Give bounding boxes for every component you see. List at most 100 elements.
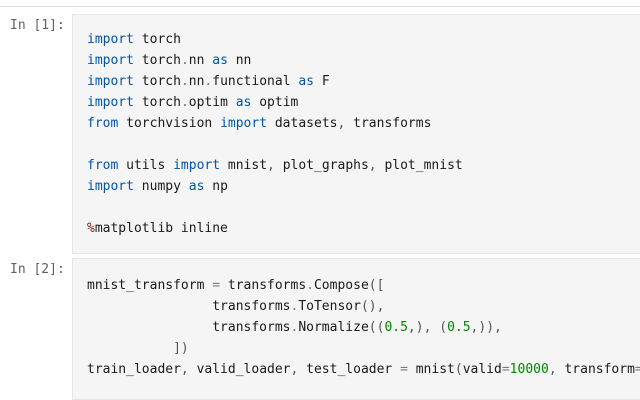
input-prompt: In [1]:: [10, 18, 65, 33]
code-line: transforms.ToTensor(),: [87, 296, 640, 317]
code-token: Compose: [313, 278, 369, 293]
code-line: from torchvision import datasets, transf…: [87, 113, 463, 134]
code-token: transforms: [87, 320, 291, 335]
code-token: import: [87, 179, 134, 194]
code-token: nn: [227, 53, 252, 68]
code-token: mnist_transform: [87, 278, 213, 293]
code-token: ]): [87, 341, 189, 356]
code-line: ]): [87, 338, 640, 359]
code-token: (: [454, 362, 463, 377]
code-token: torch: [133, 53, 181, 68]
code-token: from: [87, 116, 119, 131]
code-block[interactable]: mnist_transform = transforms.Compose([ t…: [87, 275, 640, 380]
code-token: valid_loader: [188, 362, 291, 377]
code-line: import torch.nn as nn: [87, 50, 463, 71]
code-token: ,), (: [407, 320, 448, 335]
code-token: torch: [133, 32, 181, 47]
code-token: transforms: [220, 278, 307, 293]
code-line: from utils import mnist, plot_graphs, pl…: [87, 155, 463, 176]
code-token: nn: [188, 74, 205, 89]
code-line: %matplotlib inline: [87, 218, 463, 239]
code-cell-2[interactable]: In [2]: mnist_transform = transforms.Com…: [0, 258, 640, 400]
code-token: optim: [188, 95, 236, 110]
code-line: train_loader, valid_loader, test_loader …: [87, 359, 640, 380]
code-token: ,: [337, 116, 346, 131]
code-token: import: [87, 95, 134, 110]
code-token: ,)),: [470, 320, 502, 335]
code-token: =m: [635, 362, 640, 377]
code-token: =: [501, 362, 510, 377]
code-token: ,: [290, 362, 299, 377]
code-token: import: [220, 116, 268, 131]
input-prompt: In [2]:: [10, 262, 65, 277]
code-token: as: [298, 74, 314, 89]
code-token: ([: [368, 278, 385, 293]
code-token: mnist: [407, 362, 455, 377]
code-token: nn: [188, 53, 213, 68]
code-token: 0.5: [384, 320, 408, 335]
code-token: torchvision: [118, 116, 221, 131]
code-line: import numpy as np: [87, 176, 463, 197]
code-token: from: [87, 158, 119, 173]
code-token: datasets: [267, 116, 338, 131]
code-editor[interactable]: mnist_transform = transforms.Compose([ t…: [72, 258, 640, 400]
code-token: torch: [133, 74, 181, 89]
code-token: import: [87, 74, 134, 89]
code-token: .: [180, 53, 189, 68]
code-token: test_loader: [298, 362, 401, 377]
code-token: ,: [368, 158, 377, 173]
code-line: import torch.nn.functional as F: [87, 71, 463, 92]
code-token: .: [180, 95, 189, 110]
code-token: Normalize: [298, 320, 369, 335]
code-token: =: [212, 278, 221, 293]
code-token: ,: [180, 362, 189, 377]
code-token: optim: [251, 95, 299, 110]
code-token: ((: [368, 320, 385, 335]
code-token: torch: [133, 95, 181, 110]
cell-divider: [0, 6, 640, 7]
code-token: valid: [462, 362, 502, 377]
code-token: 0.5: [447, 320, 471, 335]
code-token: ,: [548, 362, 557, 377]
code-token: np: [204, 179, 228, 194]
code-token: transforms: [345, 116, 432, 131]
code-line: import torch: [87, 29, 463, 50]
code-line: import torch.optim as optim: [87, 92, 463, 113]
code-token: functional: [212, 74, 299, 89]
code-token: (),: [360, 299, 385, 314]
code-token: .: [290, 299, 299, 314]
code-token: as: [212, 53, 228, 68]
code-token: .: [204, 74, 213, 89]
code-token: import: [173, 158, 221, 173]
code-token: utils: [118, 158, 174, 173]
code-token: .: [306, 278, 314, 293]
code-line: mnist_transform = transforms.Compose([: [87, 275, 640, 296]
code-token: transforms: [87, 299, 291, 314]
code-token: ,: [267, 158, 275, 173]
code-token: %: [87, 221, 95, 236]
code-token: .: [290, 320, 299, 335]
code-token: numpy: [133, 179, 189, 194]
code-token: matplotlib inline: [94, 221, 228, 236]
code-line: transforms.Normalize((0.5,), (0.5,)),: [87, 317, 640, 338]
code-token: =: [400, 362, 408, 377]
code-token: as: [235, 95, 252, 110]
code-token: .: [180, 74, 189, 89]
code-token: 10000: [509, 362, 549, 377]
code-token: ToTensor: [298, 299, 361, 314]
code-token: import: [87, 32, 134, 47]
code-token: plot_mnist: [376, 158, 463, 173]
code-token: mnist: [220, 158, 268, 173]
code-token: as: [188, 179, 205, 194]
code-token: F: [314, 74, 330, 89]
code-token: plot_graphs: [274, 158, 369, 173]
code-token: transform: [556, 362, 635, 377]
code-line: [87, 197, 463, 218]
code-token: train_loader: [87, 362, 181, 377]
code-token: import: [87, 53, 134, 68]
code-line: [87, 134, 463, 155]
